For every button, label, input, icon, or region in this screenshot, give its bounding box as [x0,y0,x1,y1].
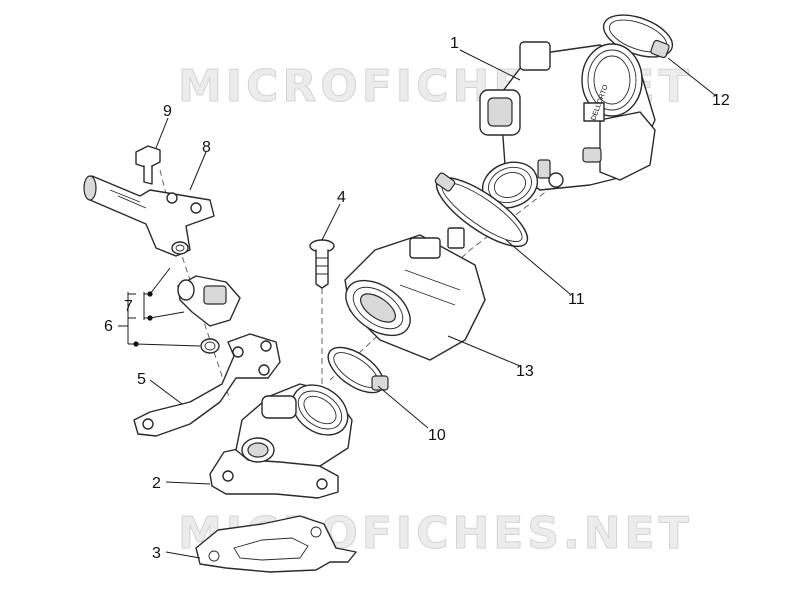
callout-1: 1 [450,35,459,52]
bracket-6 [127,292,136,345]
part-2-intake-flange [209,383,353,499]
dot-7b [147,315,153,321]
callout-10: 10 [428,427,446,444]
callout-9: 9 [163,103,172,120]
leader-10 [377,385,429,429]
leader-7 [135,267,201,347]
part-1-throttle-body: DELLORTO [479,41,656,209]
part-13-intake-manifold [344,227,486,361]
leader-1 [459,49,521,81]
part-8-sensor [83,175,215,257]
dot-6 [133,341,139,347]
callout-7: 7 [124,298,133,315]
leader-9 [155,117,169,149]
leader-2 [165,481,211,485]
part-7-sensor-assembly [171,241,241,354]
part-4-screw [309,239,335,289]
leader-4 [321,203,341,241]
callout-8: 8 [202,139,211,156]
callout-2: 2 [152,475,161,492]
leader-12 [667,57,717,97]
part-9-bolt [135,145,161,185]
callout-4: 4 [337,189,346,206]
part-5-bracket [133,333,281,437]
leader-8 [189,151,207,191]
leader-11 [505,239,571,295]
leader-13 [447,335,521,367]
callout-6: 6 [104,318,113,335]
leader-5 [149,379,183,405]
callout-3: 3 [152,545,161,562]
part-10-hose-clamp [327,346,389,394]
callout-11: 11 [568,291,585,308]
part-11-hose-clamp [434,172,529,248]
callout-5: 5 [137,371,146,388]
dot-7a [147,291,153,297]
callout-12: 12 [712,92,730,109]
callout-13: 13 [516,363,534,380]
part-3-gasket [195,515,357,573]
leader-3 [165,551,201,559]
